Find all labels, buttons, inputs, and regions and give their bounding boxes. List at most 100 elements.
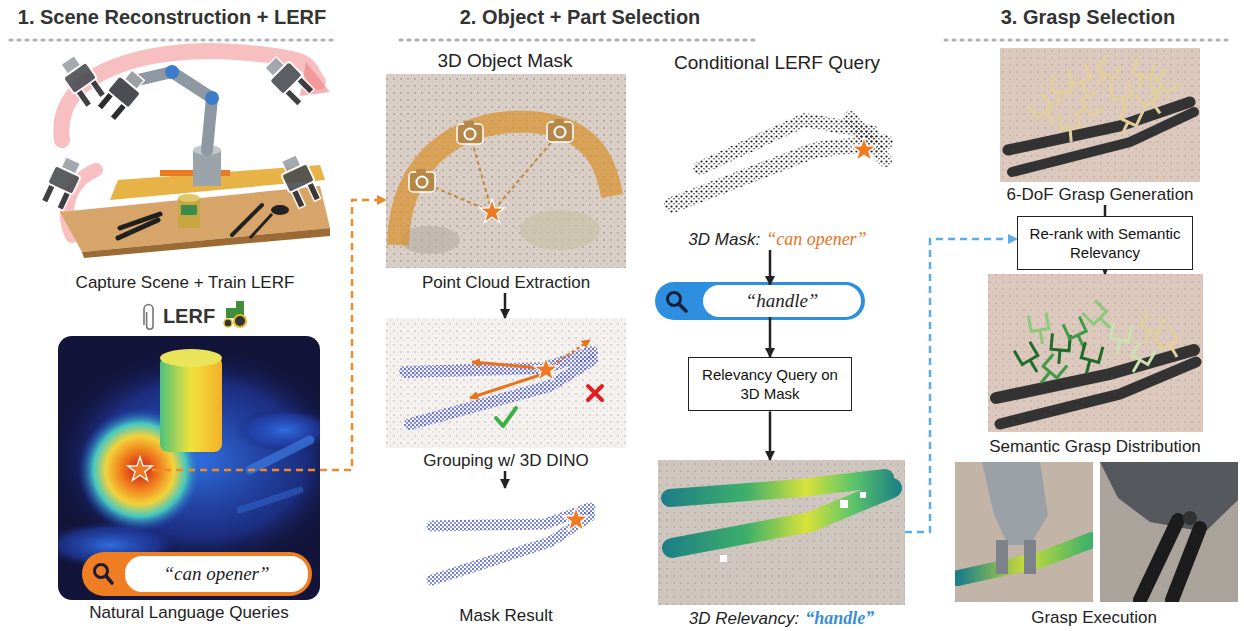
- node-text: “handle”: [746, 290, 819, 312]
- section-heading: 3. Grasp Selection: [1001, 6, 1176, 29]
- relevancy-picture: [840, 500, 848, 508]
- relevancy-picture: [672, 488, 892, 548]
- process-box: Re-rank with Semantic Relevancy: [1017, 216, 1193, 270]
- lerf-icons: [224, 319, 232, 327]
- caption-text: Semantic Grasp Distribution: [989, 437, 1201, 457]
- caption-text: 3D Relevancy:: [689, 609, 800, 629]
- caption-row: Natural Language Queries: [58, 603, 320, 623]
- connector: [1104, 270, 1107, 274]
- column-heading: Conditional LERF Query: [674, 52, 880, 74]
- grasp-execution-picture: [1100, 462, 1238, 602]
- connector: [504, 471, 507, 488]
- caption-text: Natural Language Queries: [89, 603, 288, 623]
- image-panel: Point Cloud Extraction: [386, 74, 626, 293]
- column-heading: 3D Object Mask: [437, 50, 572, 72]
- node-text: “can opener”: [163, 563, 269, 585]
- lerf-heatmap-picture: [82, 552, 312, 596]
- semantic-grasp-picture: [1050, 333, 1071, 364]
- lerf-icons: [234, 315, 246, 327]
- semantic-grasp-picture: [1000, 362, 1196, 424]
- grasp-generation-picture: [1069, 92, 1104, 123]
- image-panel: Capture Scene + Train LERF: [40, 48, 330, 293]
- grasp-execution-picture: [1100, 462, 1238, 532]
- point-cloud-picture: [547, 119, 573, 142]
- grasp-execution-picture: [955, 462, 1093, 602]
- semantic-grasp-picture: [1154, 327, 1185, 362]
- mask-result-picture: [432, 516, 590, 580]
- grouping-picture: [472, 362, 540, 368]
- node-text: Re-rank with Semantic Relevancy: [1030, 225, 1181, 261]
- connector: [905, 239, 1017, 532]
- caption-row: Semantic Grasp Distribution: [980, 437, 1210, 457]
- grouping-picture: [386, 318, 626, 448]
- grouping-picture: [588, 386, 602, 400]
- semantic-grasp-picture: [1014, 342, 1045, 377]
- image-panel: Semantic Grasp Distribution: [980, 274, 1210, 457]
- semantic-grasp-picture: [1034, 354, 1067, 389]
- semantic-grasp-picture: [1082, 300, 1116, 334]
- picture-area: [386, 488, 626, 603]
- grasp-execution-picture: [955, 462, 1238, 602]
- grasp-generation-picture: [1028, 56, 1180, 143]
- object-mask-picture: [852, 137, 877, 161]
- caption-text: LERF: [163, 305, 215, 328]
- robot-capture-picture: [178, 194, 200, 202]
- grasp-execution-picture: [996, 540, 1008, 574]
- semantic-grasp-picture: [988, 274, 1203, 432]
- robot-capture-picture: [82, 228, 330, 258]
- object-mask-picture: [700, 120, 872, 168]
- lerf-icons: [144, 305, 153, 330]
- robot-capture-picture: [118, 214, 160, 238]
- caption-text: Grasp Execution: [1031, 608, 1157, 628]
- picture-area: [995, 48, 1205, 182]
- grasp-execution-picture: [1183, 511, 1197, 525]
- relevancy-picture: [658, 460, 905, 605]
- grasp-execution-picture: [1172, 528, 1200, 600]
- point-cloud-picture: [480, 199, 505, 223]
- grouping-picture: [405, 352, 592, 372]
- node-text: Relevancy Query on 3D Mask: [702, 366, 838, 402]
- caption-row: 6-DoF Grasp Generation: [995, 185, 1205, 205]
- caption-text: 3D Mask:: [688, 230, 760, 250]
- section-heading: 2. Object + Part Selection: [460, 6, 701, 29]
- picture-area: [40, 48, 330, 270]
- relevancy-picture: [860, 492, 866, 498]
- grasp-execution-picture: [982, 462, 1048, 545]
- lerf-icons: [144, 301, 246, 329]
- caption-row: 3D Relevancy:“handle”: [658, 608, 905, 629]
- connector: [504, 293, 507, 318]
- image-panel: 3D Mask:“can opener”: [650, 78, 905, 250]
- mask-result-picture: [564, 507, 589, 531]
- connector: [769, 411, 772, 460]
- connector: [769, 250, 772, 285]
- caption-text: Capture Scene + Train LERF: [76, 273, 295, 293]
- point-cloud-picture: [386, 74, 626, 268]
- connector: [769, 317, 772, 357]
- picture-area: [386, 318, 626, 448]
- search-query-box: “can opener”: [125, 556, 308, 592]
- caption-row: Grasp Execution: [950, 608, 1238, 628]
- robot-capture-picture: [39, 154, 86, 211]
- semantic-grasp-picture: [988, 274, 1203, 432]
- search-bar-frame: [655, 282, 865, 320]
- grasp-execution-picture: [1100, 462, 1238, 602]
- grasp-generation-picture: [1000, 48, 1200, 182]
- connector: [1104, 205, 1107, 216]
- relevancy-picture: [658, 460, 905, 605]
- image-panel: LERF Natural Language Queries “can opener”: [58, 300, 320, 623]
- grouping-picture: [386, 318, 626, 448]
- robot-capture-picture: [205, 91, 219, 105]
- robot-capture-picture: [261, 53, 316, 108]
- search-query-box: “handle”: [703, 285, 861, 317]
- grasp-execution-picture: [955, 462, 1093, 602]
- heading-row: LERF: [58, 300, 320, 332]
- grouping-picture: [496, 408, 516, 426]
- picture-area: [980, 274, 1210, 434]
- robot-capture-picture: [165, 65, 179, 79]
- grouping-picture: [410, 360, 592, 424]
- lerf-heatmap-picture: [128, 457, 153, 481]
- semantic-grasp-picture: [1028, 313, 1051, 346]
- lerf-heatmap-picture: [160, 349, 222, 367]
- point-cloud-picture: [520, 210, 600, 250]
- image-panel: Mask Result: [386, 488, 626, 626]
